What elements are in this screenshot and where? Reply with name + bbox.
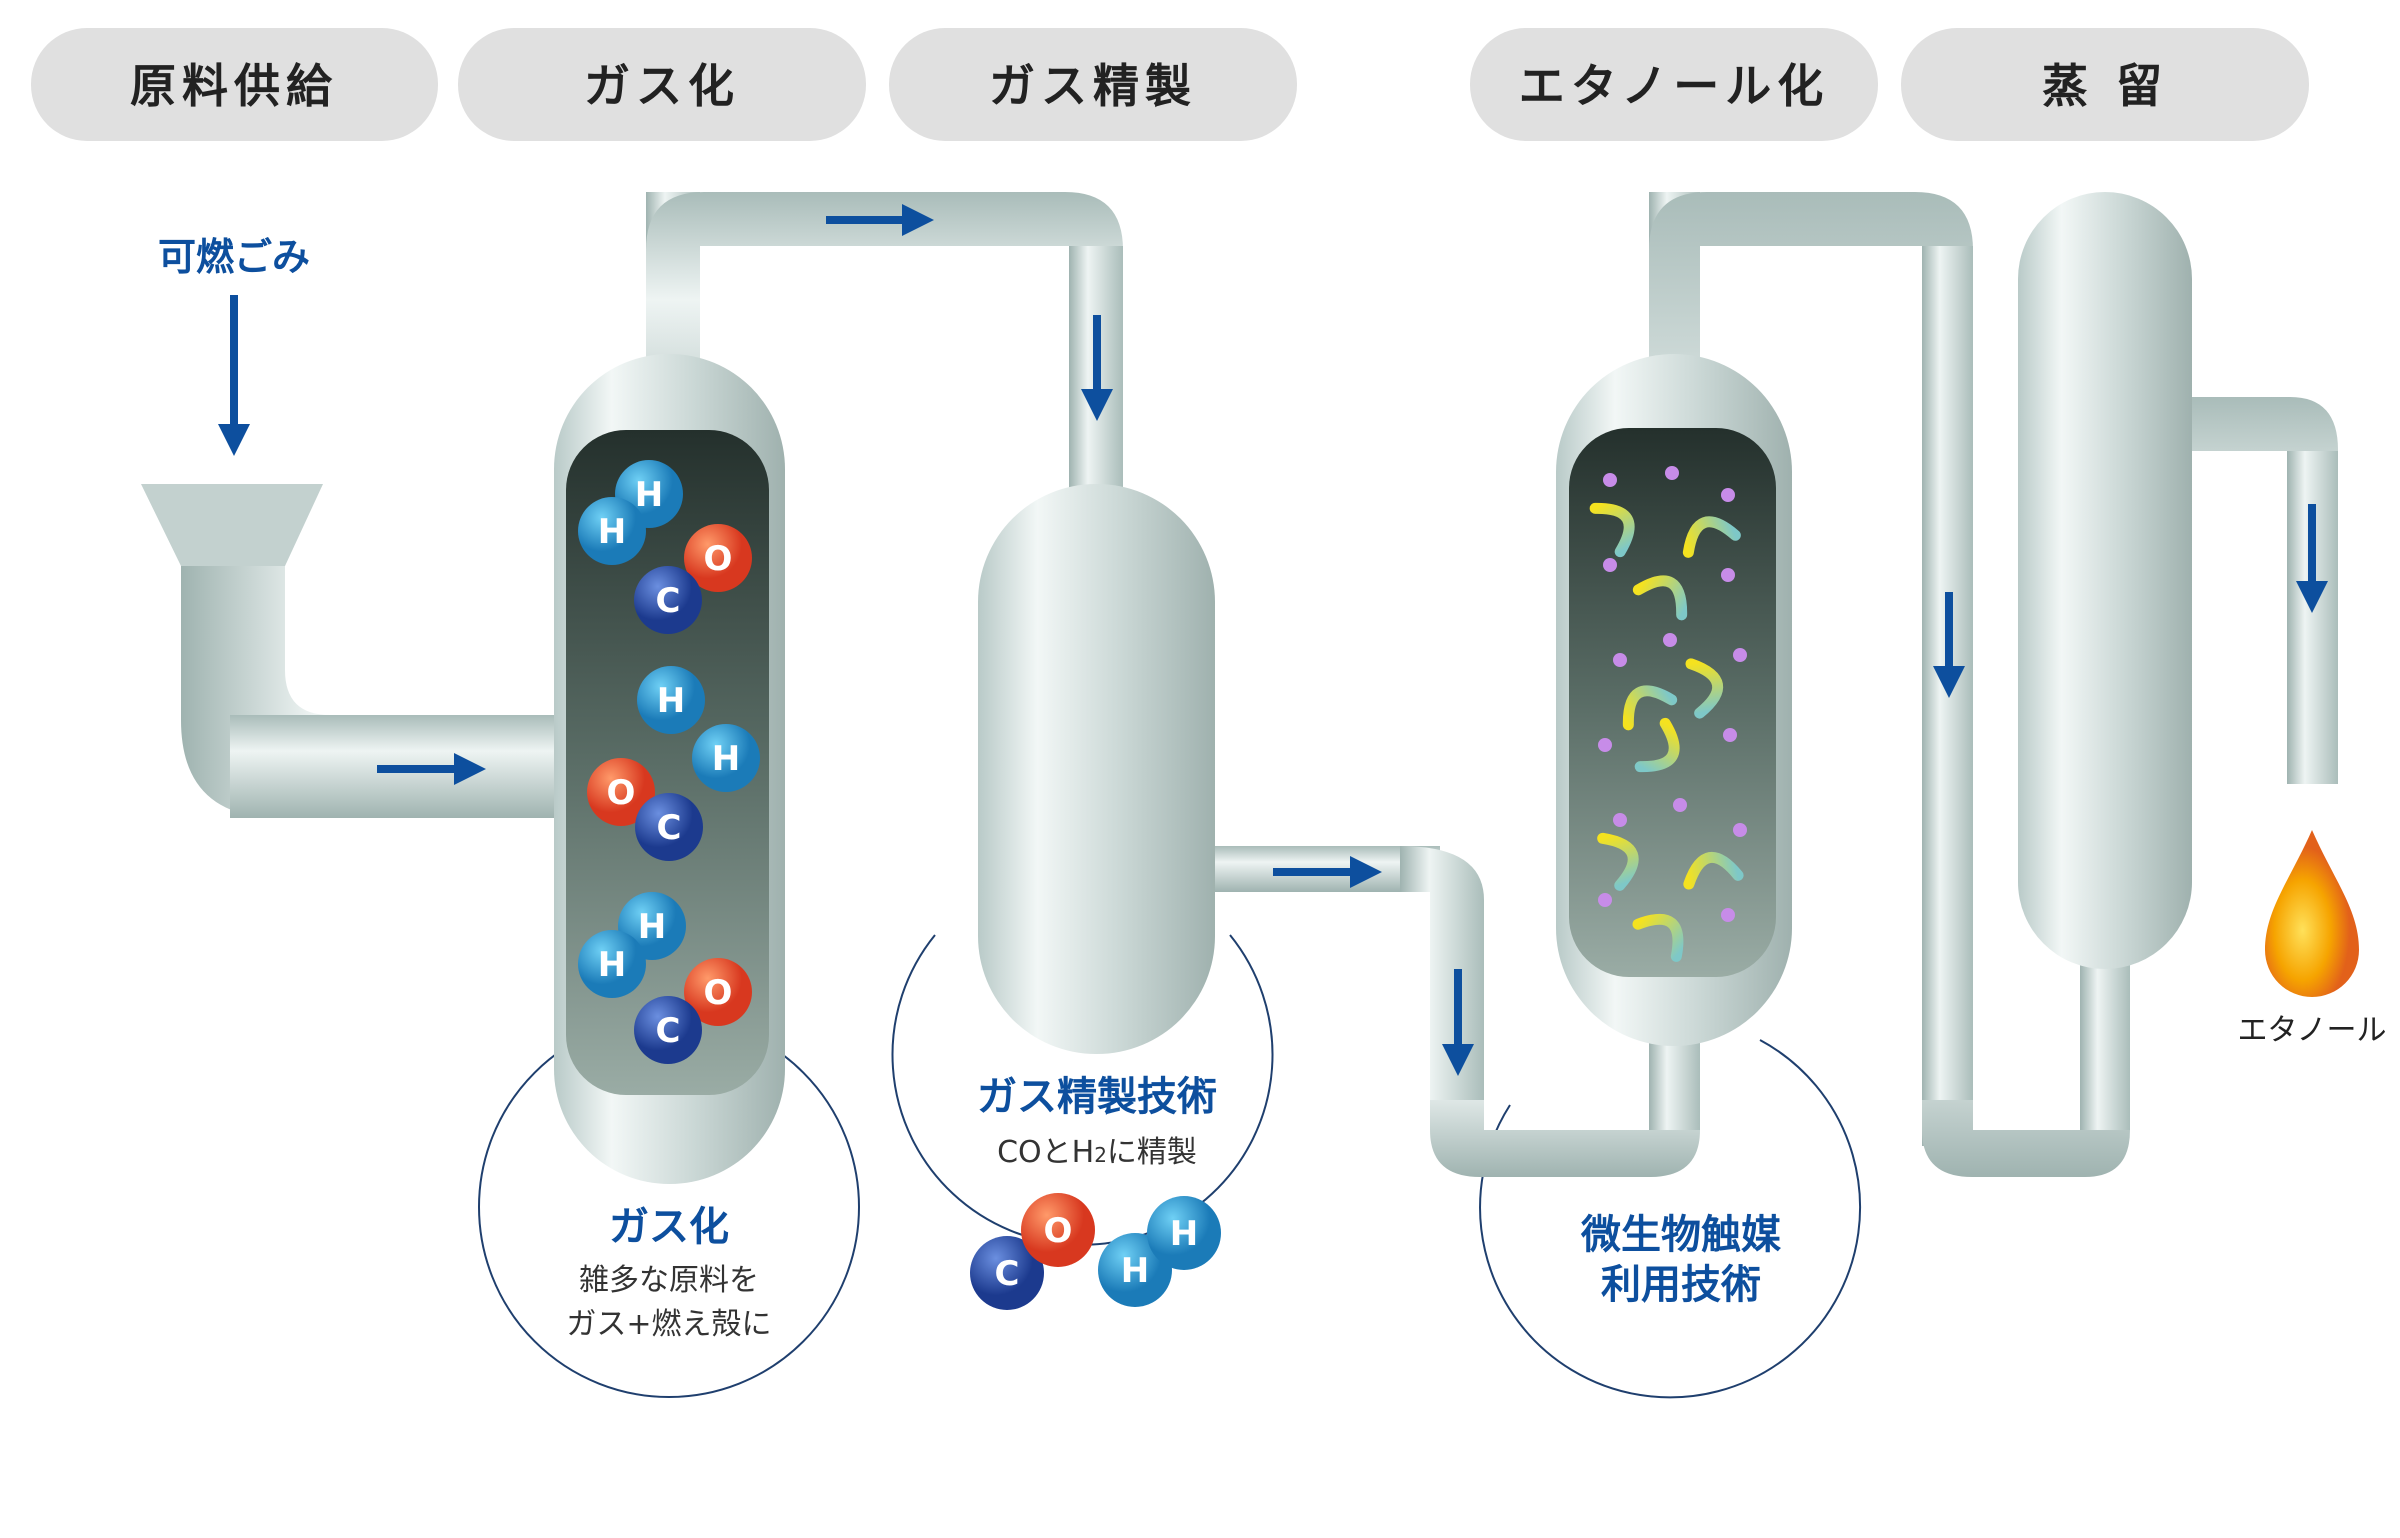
atom-label: C (656, 1011, 681, 1051)
distillation-column (2018, 192, 2192, 969)
particle-dot (1733, 823, 1747, 837)
particle-dot (1733, 648, 1747, 662)
microbe-icon (1682, 516, 1741, 558)
atom-c (634, 996, 702, 1064)
stage-distillation: 蒸 留 (1901, 28, 2309, 141)
atom-h (1147, 1196, 1221, 1270)
microbe-title-1: 微生物触媒 (1580, 1212, 1782, 1258)
atom-label: O (704, 539, 733, 579)
particle-dot (1598, 738, 1612, 752)
particle-dot (1603, 558, 1617, 572)
hopper (141, 484, 323, 566)
svg-text:蒸 留: 蒸 留 (2042, 59, 2168, 113)
atom-label: O (1044, 1211, 1073, 1251)
svg-text:エタノール化: エタノール化 (1519, 59, 1830, 113)
atom-h (692, 724, 760, 792)
atom-label: H (635, 475, 663, 515)
atom-c (634, 566, 702, 634)
microbe-circle (1479, 1039, 1862, 1399)
particle-dot (1665, 466, 1679, 480)
stage-header: 原料供給 ガス化 ガス精製 エタノール化 蒸 留 (31, 28, 2309, 141)
purifier-vessel (978, 484, 1215, 1054)
stage-ethanol-conversion: エタノール化 (1470, 28, 1878, 141)
svg-text:ガス化: ガス化 (584, 59, 740, 113)
gasification-title: ガス化 (609, 1204, 729, 1250)
particle-dot (1721, 908, 1735, 922)
svg-text:ガス精製: ガス精製 (989, 59, 1197, 113)
purification-title: ガス精製技術 (977, 1074, 1217, 1120)
ethanol-drop-icon (2265, 830, 2359, 997)
microbe-icon (1589, 502, 1635, 558)
gasification-desc-1: 雑多な原料を (579, 1263, 759, 1298)
pipes (141, 192, 2338, 1177)
microbe-icon (1632, 913, 1684, 962)
bioreactor-vessel (1556, 354, 1792, 1046)
stage-gas-purification: ガス精製 (889, 28, 1297, 141)
particle-dot (1721, 568, 1735, 582)
atom-o (684, 958, 752, 1026)
atom-label: H (638, 907, 666, 947)
microbe-icon (1683, 852, 1744, 890)
atom-label: H (1170, 1214, 1198, 1254)
purification-desc: COとH2に精製 (997, 1135, 1197, 1170)
microbe-icon (1634, 717, 1680, 773)
particle-dot (1663, 633, 1677, 647)
microbe-icon (1632, 575, 1688, 621)
atom-label: C (656, 581, 681, 621)
atom-h (637, 666, 705, 734)
gasification-desc-2: ガス+燃え殻に (566, 1307, 771, 1342)
atom-label: H (598, 512, 626, 552)
atom-h (578, 930, 646, 998)
atom-label: O (607, 773, 636, 813)
atom-o (684, 524, 752, 592)
atom-c (635, 793, 703, 861)
atom-o (587, 758, 655, 826)
microbe-title-2: 利用技術 (1601, 1262, 1761, 1308)
particle-dot (1598, 893, 1612, 907)
particle-dot (1613, 813, 1627, 827)
microbe-icon (1622, 685, 1678, 731)
atom-label: C (995, 1254, 1020, 1294)
particle-dot (1603, 473, 1617, 487)
particle-dot (1613, 653, 1627, 667)
atom-o (1021, 1193, 1095, 1267)
atom-label: H (598, 945, 626, 985)
atom-label: C (657, 808, 682, 848)
atom-label: H (657, 681, 685, 721)
particle-dot (1721, 488, 1735, 502)
input-label: 可燃ごみ (158, 235, 310, 279)
atom-h (578, 497, 646, 565)
microbe-icon (1685, 658, 1723, 719)
particle-dot (1673, 798, 1687, 812)
atom-label: H (712, 739, 740, 779)
atom-label: H (1121, 1251, 1149, 1291)
output-label: エタノール (2237, 1013, 2386, 1048)
atom-label: O (704, 973, 733, 1013)
stage-gasification: ガス化 (458, 28, 866, 141)
stage-raw-material-supply: 原料供給 (31, 28, 438, 141)
microbe-icon (1597, 832, 1639, 891)
co-h2-molecules: CO HH (970, 1193, 1221, 1310)
particle-dot (1723, 728, 1737, 742)
svg-text:原料供給: 原料供給 (130, 59, 338, 113)
atom-c (970, 1236, 1044, 1310)
